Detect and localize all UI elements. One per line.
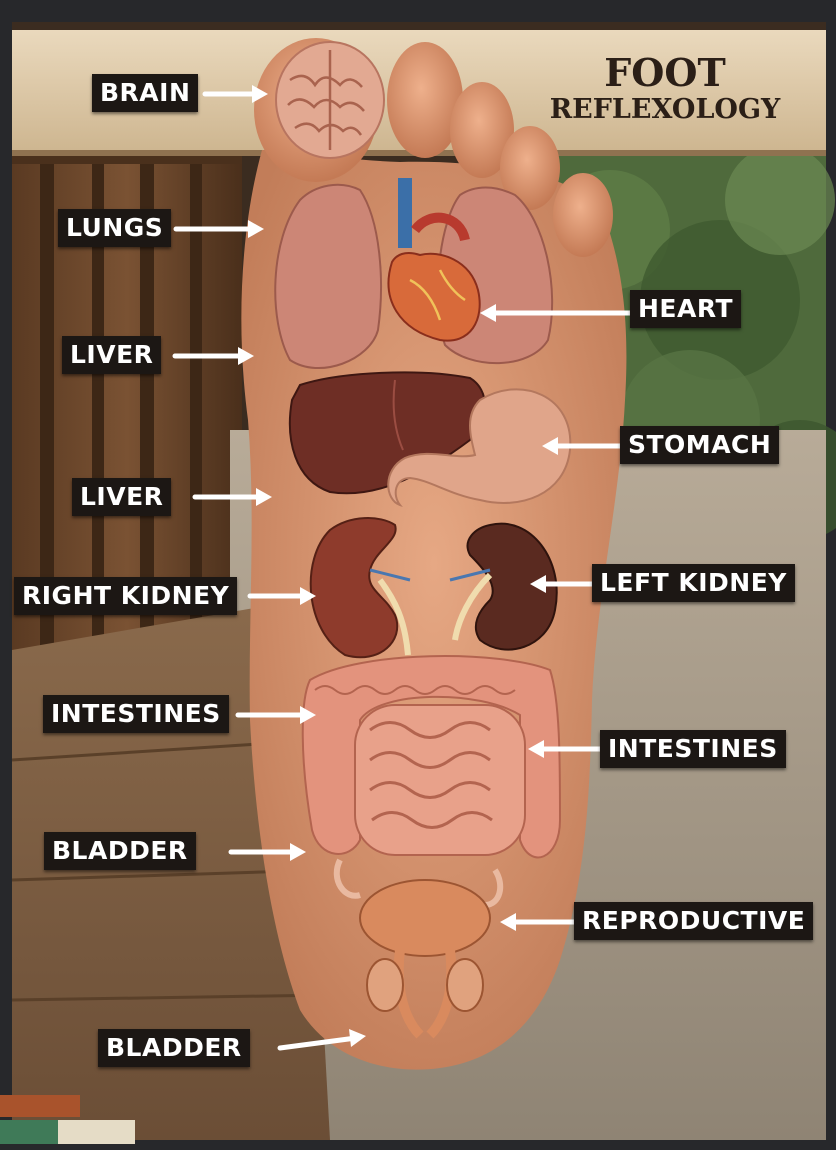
label-brain: BRAIN xyxy=(92,74,199,112)
label-bladder-lower: BLADDER xyxy=(98,1029,250,1067)
pointer-arrows xyxy=(172,85,633,1051)
label-left-kidney: LEFT KIDNEY xyxy=(592,564,795,602)
poster-title: FOOT REFLEXOLOGY xyxy=(520,52,810,126)
label-liver-upper: LIVER xyxy=(62,336,162,374)
label-reproductive: REPRODUCTIVE xyxy=(574,902,814,940)
title-line-1: FOOT xyxy=(604,50,726,95)
label-heart: HEART xyxy=(630,290,742,328)
label-bladder-upper: BLADDER xyxy=(44,832,196,870)
label-right-kidney: RIGHT KIDNEY xyxy=(14,577,238,615)
label-liver-lower: LIVER xyxy=(72,478,172,516)
label-intestines-left: INTESTINES xyxy=(43,695,229,733)
title-line-2: REFLEXOLOGY xyxy=(549,94,781,125)
label-intestines-right: INTESTINES xyxy=(600,730,786,768)
label-stomach: STOMACH xyxy=(620,426,780,464)
label-lungs: LUNGS xyxy=(58,209,172,247)
